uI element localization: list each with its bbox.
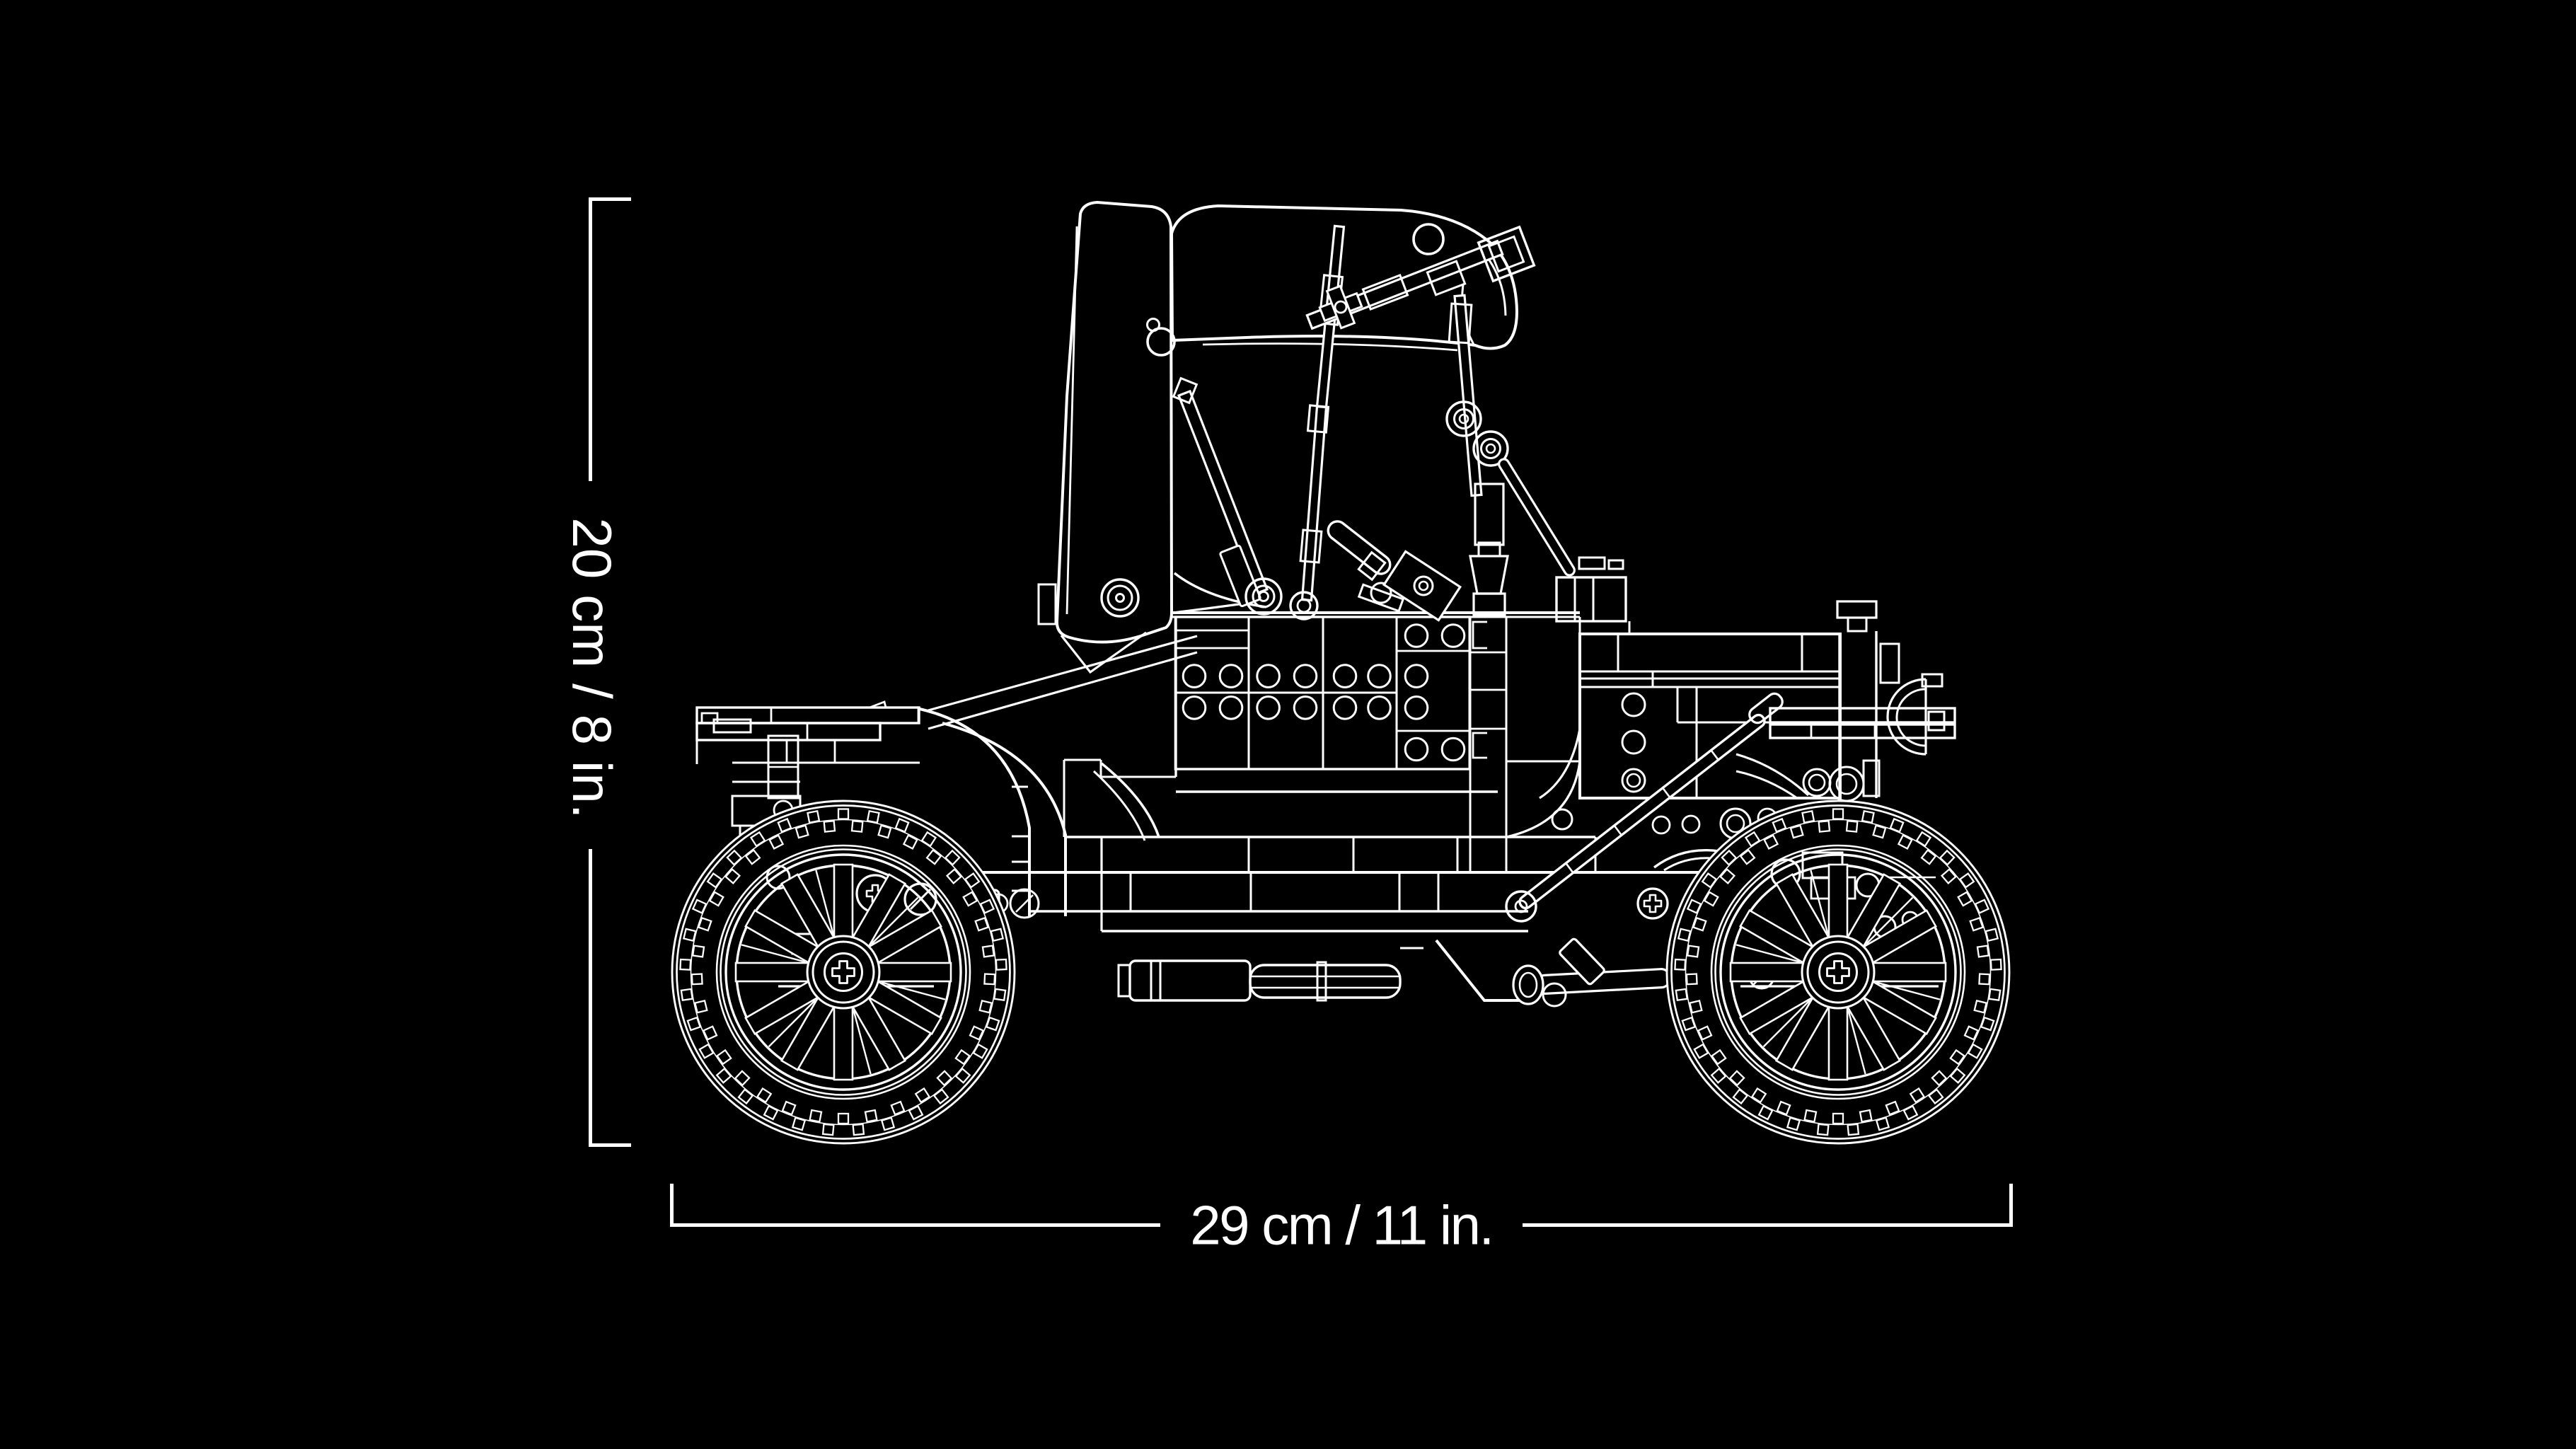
svg-text:20 cm / 8 in.: 20 cm / 8 in. [561, 517, 623, 819]
svg-text:29 cm / 11 in.: 29 cm / 11 in. [1190, 1194, 1492, 1257]
